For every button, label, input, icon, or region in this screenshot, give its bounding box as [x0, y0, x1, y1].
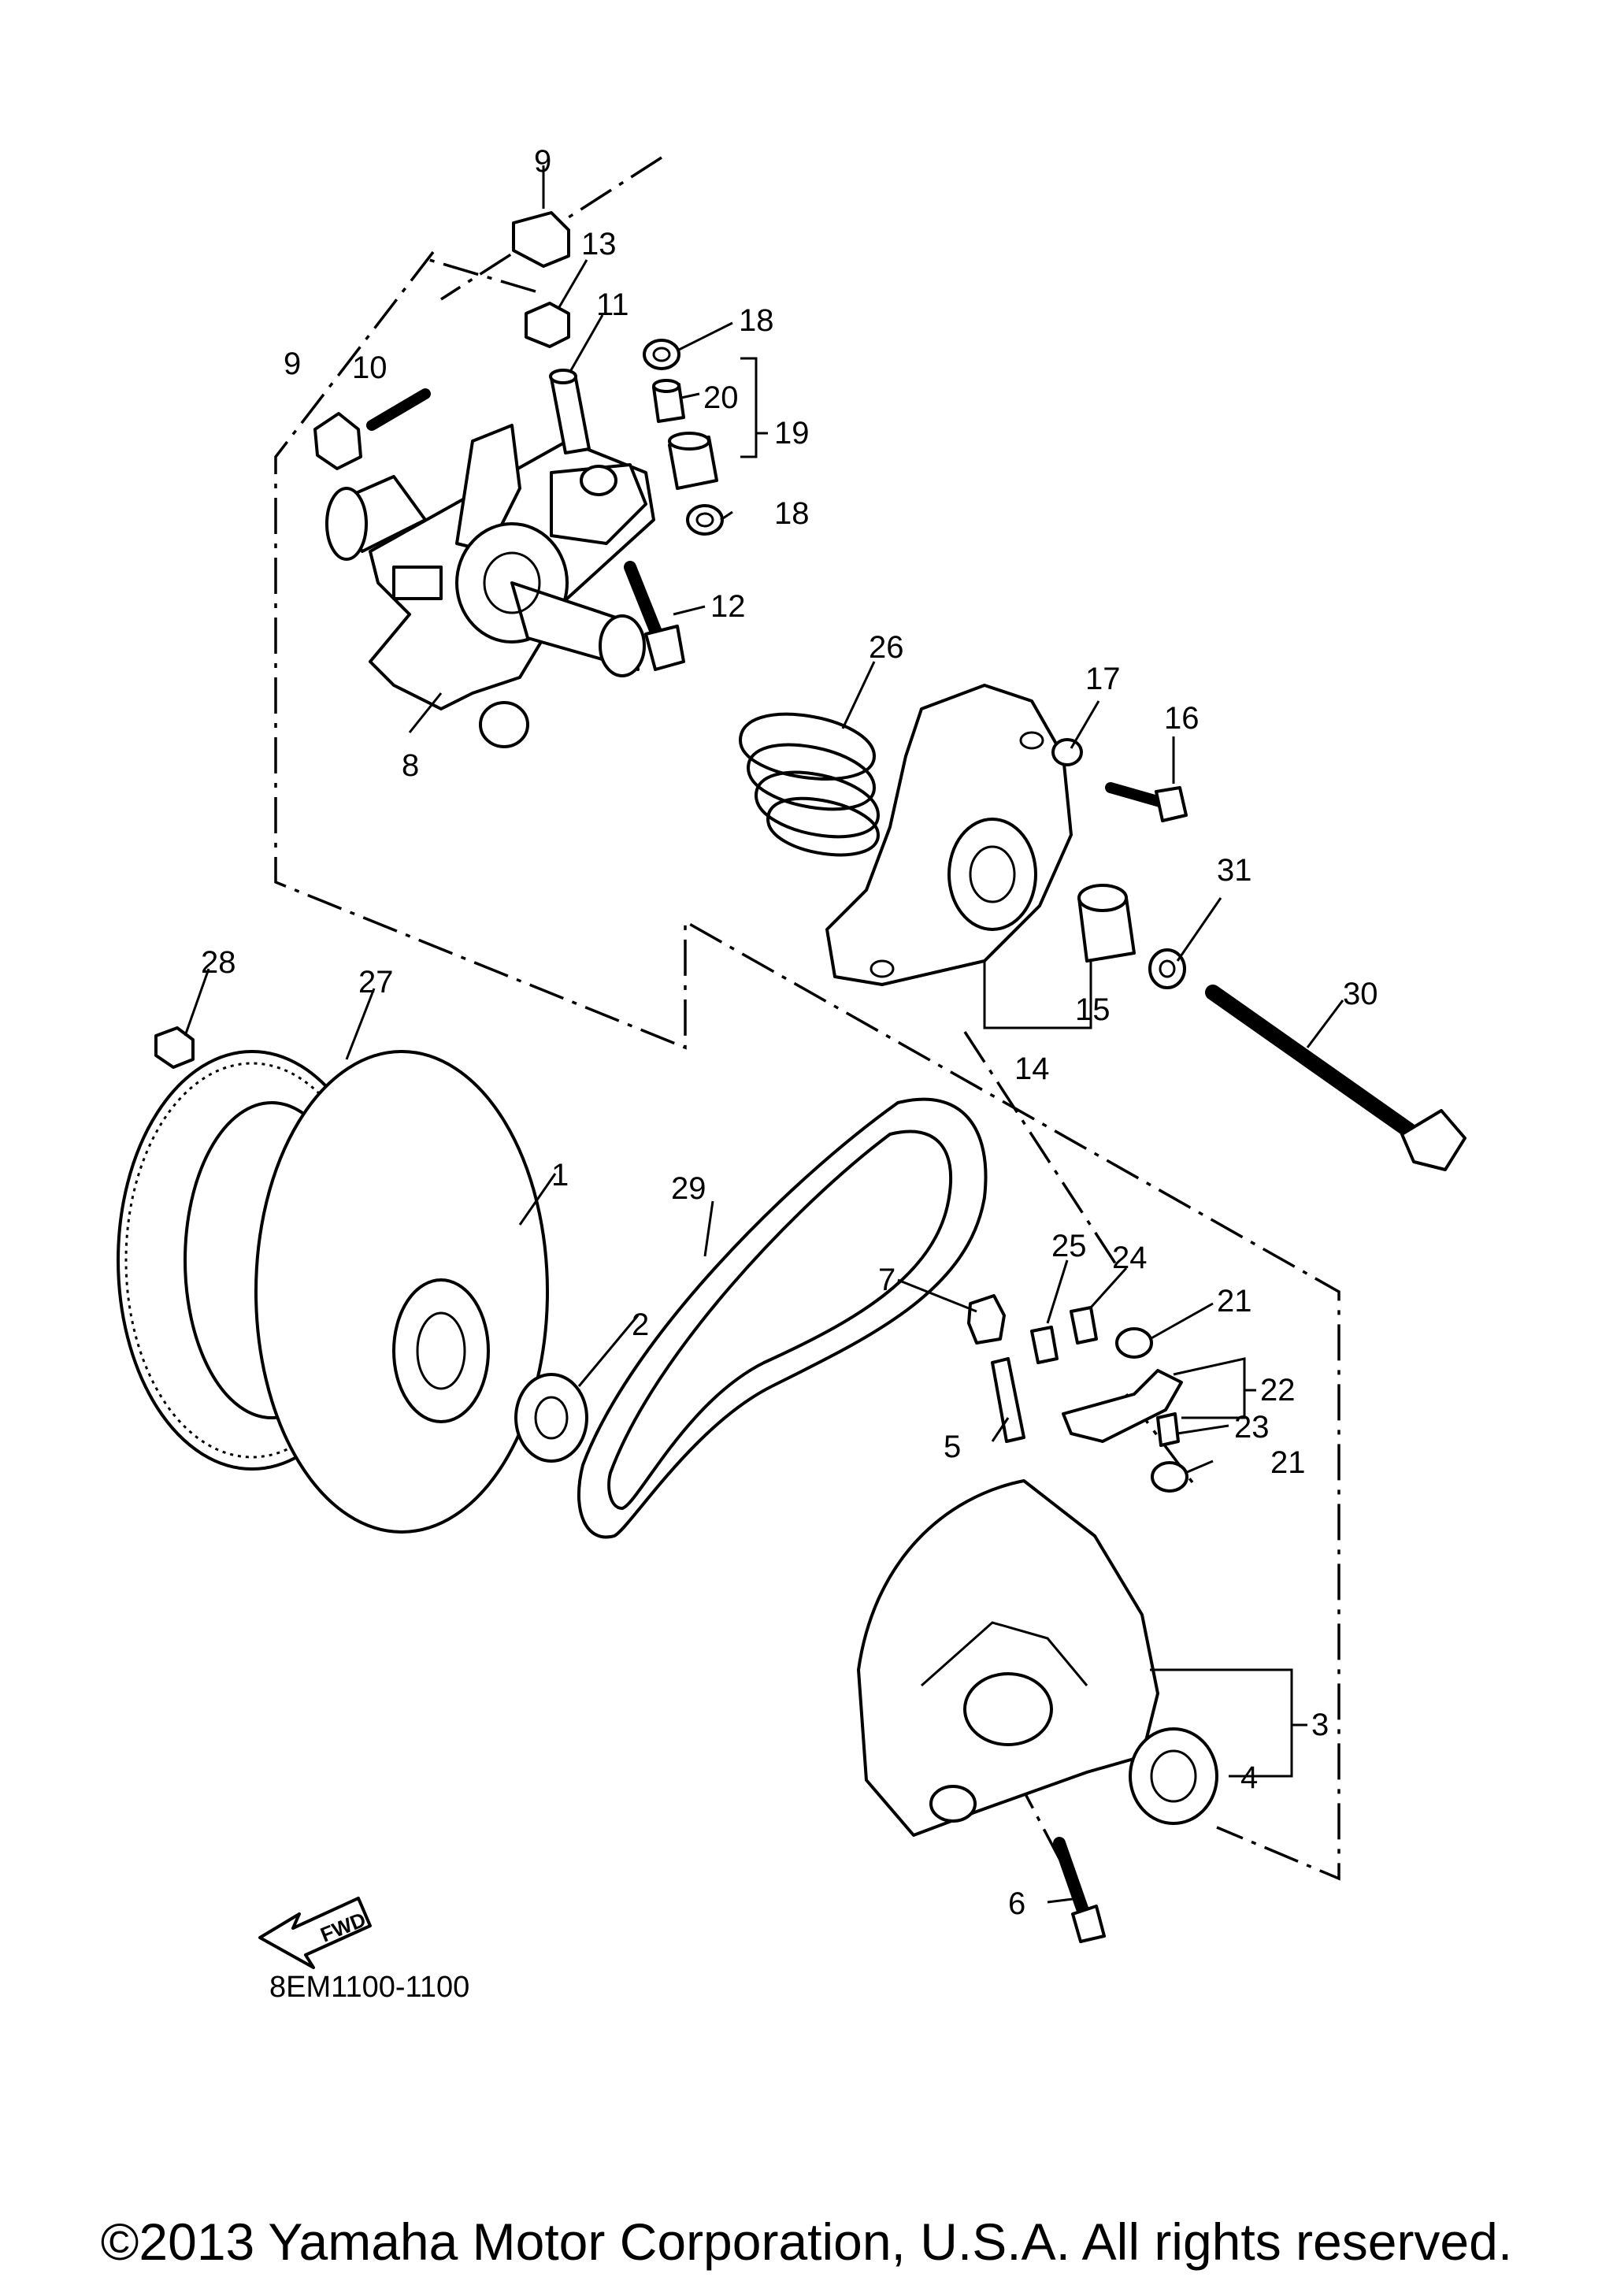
part-13-nut [525, 302, 570, 348]
part-10-pin [366, 388, 431, 431]
part-12-bolt [624, 561, 685, 671]
callout-25: 25 [1051, 1229, 1087, 1263]
part-11-sleeve [549, 369, 591, 454]
part-4-bearing [1129, 1727, 1218, 1825]
callout-18-bottom: 18 [774, 496, 810, 531]
part-16-bolt [1105, 782, 1188, 822]
callout-6: 6 [1008, 1886, 1025, 1921]
part-21-nut-top [1115, 1327, 1153, 1359]
callout-19: 19 [774, 416, 810, 451]
callout-30: 30 [1343, 977, 1378, 1011]
part-14-cover [825, 684, 1073, 986]
part-18-washer-bottom [686, 504, 724, 536]
part-1-sheave [254, 1050, 549, 1534]
callout-23: 23 [1234, 1410, 1270, 1445]
leader-lines [184, 165, 1344, 1904]
callout-9-top: 9 [534, 144, 551, 179]
callout-3: 3 [1311, 1708, 1329, 1742]
callout-5: 5 [944, 1430, 961, 1464]
callout-8: 8 [402, 748, 419, 783]
part-28-bolt [154, 1026, 195, 1069]
callout-18-top: 18 [739, 303, 774, 338]
callout-26: 26 [869, 630, 904, 665]
callout-7: 7 [878, 1263, 895, 1297]
callout-11: 11 [596, 287, 629, 322]
part-21-nut-bottom [1151, 1461, 1188, 1493]
callout-21-bottom: 21 [1270, 1445, 1306, 1480]
part-8-hub-spider [325, 424, 655, 748]
callout-1: 1 [551, 1158, 569, 1193]
part-19-roller [668, 432, 718, 490]
callout-16: 16 [1164, 701, 1200, 736]
callout-21-top: 21 [1217, 1284, 1252, 1319]
part-24-bolt [1070, 1306, 1098, 1345]
callout-14: 14 [1014, 1052, 1050, 1086]
part-15-bushing [1077, 884, 1136, 963]
part-9-weight-left [313, 412, 362, 470]
callout-20: 20 [703, 380, 739, 415]
copyright-notice: ©2013 Yamaha Motor Corporation, U.S.A. A… [100, 2213, 1513, 2271]
callout-13: 13 [581, 227, 617, 261]
callout-12: 12 [710, 589, 746, 624]
callout-27: 27 [358, 965, 394, 1000]
callout-29: 29 [671, 1171, 706, 1206]
part-30-bolt [1205, 985, 1467, 1171]
part-18-washer-top [643, 339, 680, 370]
callout-31: 31 [1217, 853, 1252, 888]
part-26-spring [739, 712, 880, 857]
callout-28: 28 [201, 945, 236, 980]
part-9-weight-top [512, 211, 570, 268]
callout-17: 17 [1085, 662, 1121, 696]
part-25-pin [1030, 1326, 1059, 1364]
callout-9-left: 9 [284, 347, 301, 381]
part-7-nut [967, 1294, 1006, 1345]
part-22-arm [1062, 1369, 1183, 1443]
part-2-collar [514, 1373, 588, 1463]
part-5-pin [991, 1357, 1025, 1443]
callout-10: 10 [352, 351, 387, 385]
callout-4: 4 [1240, 1760, 1258, 1795]
part-3-secondary-sheave [857, 1479, 1159, 1837]
fwd-arrow: FWD [258, 1897, 372, 1969]
callout-15: 15 [1075, 992, 1111, 1027]
part-23-bushing [1156, 1412, 1180, 1447]
part-6-bolt [1053, 1837, 1106, 1943]
part-29-drive-belt [577, 1097, 988, 1539]
figure-code: 8EM1100-1100 [269, 1971, 469, 2004]
callout-22: 22 [1260, 1373, 1296, 1408]
callout-labels: 1 2 3 4 5 6 7 8 9 9 10 11 12 13 14 15 16… [201, 144, 1378, 1921]
part-20-bushing [652, 379, 685, 423]
callout-2: 2 [632, 1307, 649, 1342]
part-31-washer [1148, 948, 1186, 989]
callout-24: 24 [1112, 1241, 1148, 1275]
part-17-washer [1051, 738, 1083, 766]
